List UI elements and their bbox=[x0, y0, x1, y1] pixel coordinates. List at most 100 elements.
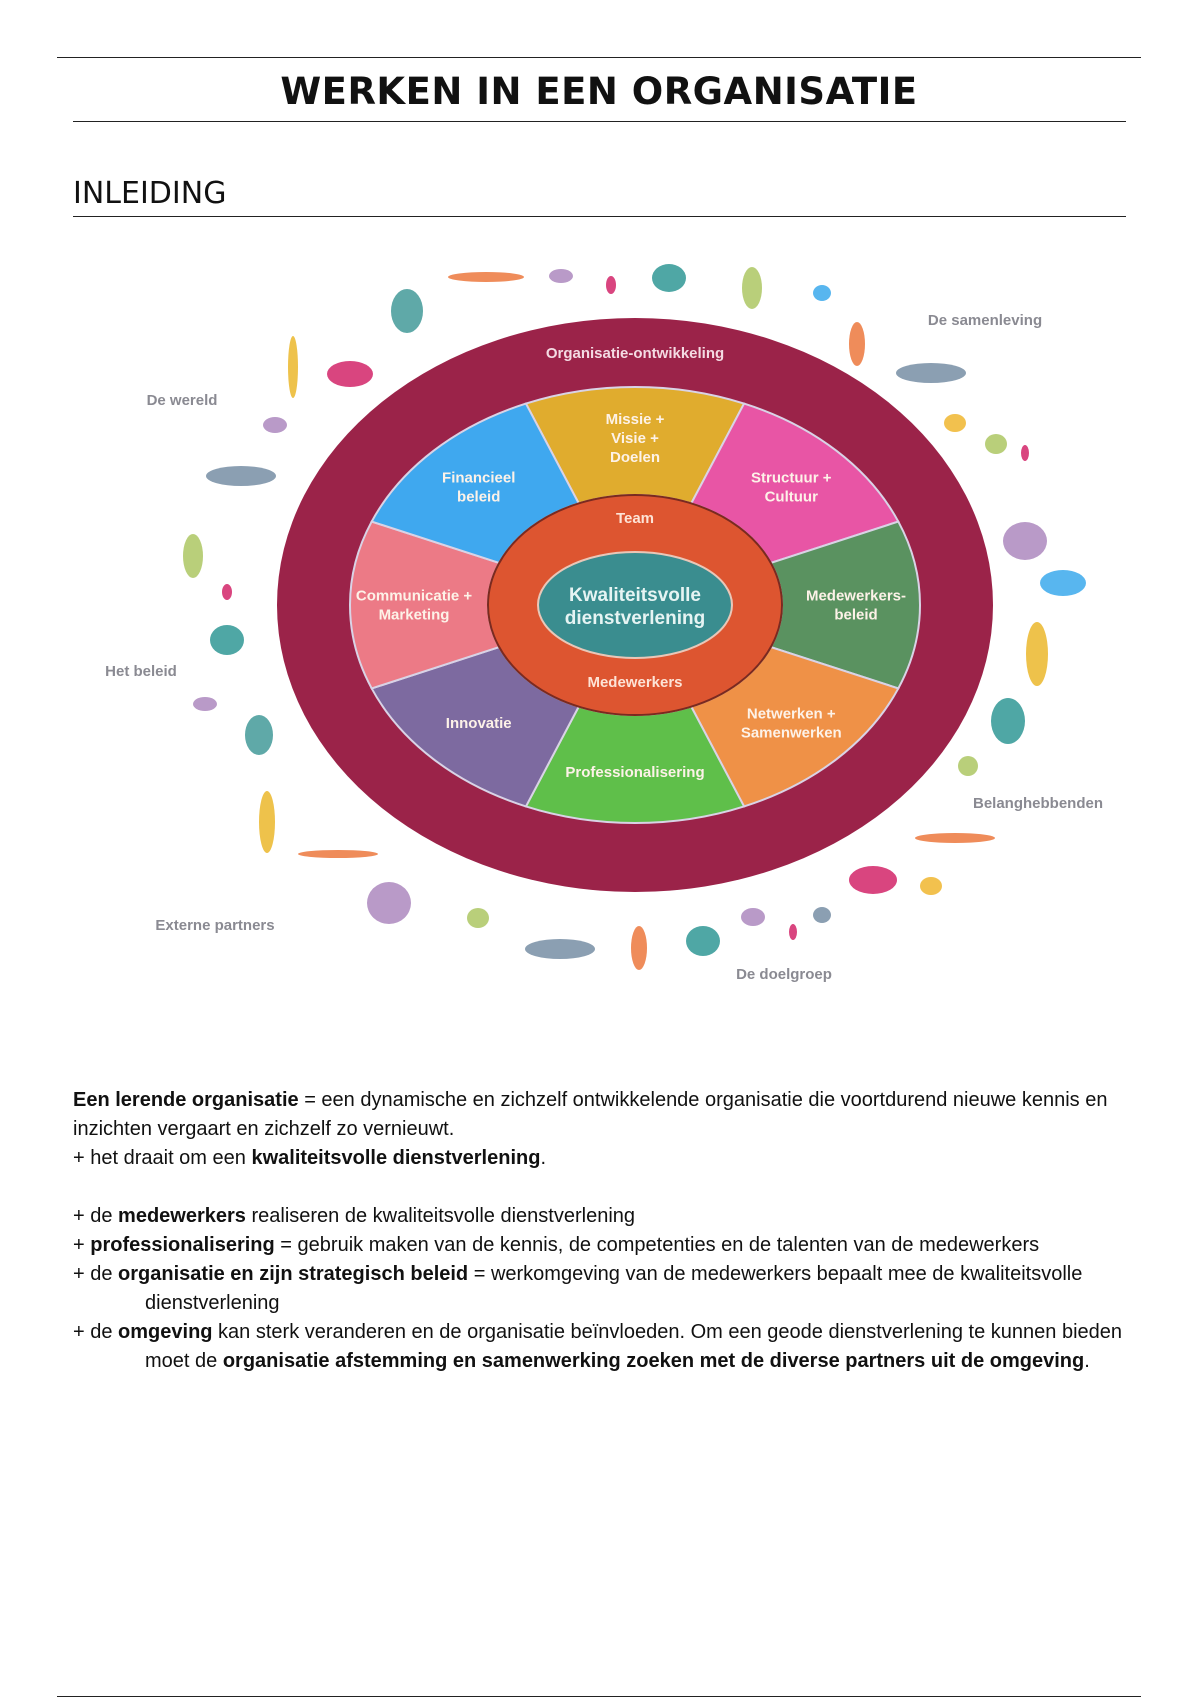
decorative-dot bbox=[849, 322, 865, 366]
emphasis: organisatie en zijn strategisch beleid bbox=[118, 1263, 469, 1285]
text: kan sterk veranderen en de organisatie b… bbox=[145, 1321, 1123, 1372]
organisation-wheel-diagram: Organisatie-ontwikkeling Missie + Visie +… bbox=[105, 264, 1103, 983]
decorative-dot bbox=[849, 866, 897, 894]
inner-ring-label-team: Team bbox=[616, 510, 654, 527]
text: = werkomgeving van de medewerkers bepaal… bbox=[145, 1263, 1083, 1314]
decorative-dot bbox=[245, 715, 273, 755]
decorative-dot bbox=[1021, 445, 1029, 461]
decorative-dot bbox=[1040, 570, 1086, 596]
decorative-dot bbox=[991, 698, 1025, 744]
decorative-dot bbox=[920, 877, 942, 895]
center-label-line-1: Kwaliteitsvolle bbox=[569, 585, 701, 606]
text: + het draait om een bbox=[73, 1147, 252, 1169]
segment-label: Missie + bbox=[606, 411, 665, 428]
definition: = een dynamische en zichzelf ontwikkelen… bbox=[73, 1089, 1108, 1140]
text: . bbox=[540, 1147, 546, 1169]
decorative-dot bbox=[915, 833, 995, 843]
env-label-stakeholders: Belanghebbenden bbox=[973, 795, 1103, 812]
segment-label: beleid bbox=[457, 488, 500, 505]
segment-label: beleid bbox=[834, 607, 877, 624]
outer-ring-label: Organisatie-ontwikkeling bbox=[546, 345, 724, 362]
decorative-dot bbox=[944, 414, 966, 432]
decorative-dot bbox=[327, 361, 373, 387]
decorative-dot bbox=[288, 336, 298, 398]
decorative-dot bbox=[259, 791, 275, 853]
segment-label: Professionalisering bbox=[565, 764, 704, 781]
env-label-target-group: De doelgroep bbox=[736, 966, 832, 983]
text: = gebruik maken van de kennis, de compet… bbox=[274, 1234, 1040, 1256]
env-label-society: De samenleving bbox=[928, 312, 1042, 329]
emphasis: medewerkers bbox=[118, 1205, 246, 1227]
emphasis: professionalisering bbox=[90, 1234, 275, 1256]
text: + de bbox=[73, 1263, 119, 1285]
bottom-rule bbox=[57, 1696, 1141, 1697]
decorative-dot bbox=[686, 926, 720, 956]
segment-label: Structuur + bbox=[751, 469, 832, 486]
emphasis: organisatie afstemming en samenwerking z… bbox=[222, 1350, 1085, 1372]
term: Een lerende organisatie bbox=[73, 1089, 299, 1111]
decorative-dot bbox=[448, 272, 524, 282]
segment-label: Medewerkers- bbox=[806, 588, 906, 605]
decorative-dot bbox=[525, 939, 595, 959]
decorative-dot bbox=[958, 756, 978, 776]
decorative-dot bbox=[813, 285, 831, 301]
bullet-organisatie-beleid: + de organisatie en zijn strategisch bel… bbox=[73, 1260, 1153, 1318]
decorative-dots bbox=[183, 264, 1086, 970]
decorative-dot bbox=[742, 267, 762, 309]
decorative-dot bbox=[210, 625, 244, 655]
text: + bbox=[73, 1234, 91, 1256]
segment-label: Marketing bbox=[379, 607, 450, 624]
segment-label: Samenwerken bbox=[741, 725, 842, 742]
decorative-dot bbox=[741, 908, 765, 926]
decorative-dot bbox=[467, 908, 489, 928]
text: . bbox=[1084, 1350, 1090, 1372]
definition-paragraph: Een lerende organisatie = een dynamische… bbox=[73, 1086, 1153, 1144]
segment-label: Cultuur bbox=[765, 488, 818, 505]
segment-label: Financieel bbox=[442, 469, 515, 486]
text: + de bbox=[73, 1321, 119, 1343]
top-rule bbox=[57, 57, 1141, 58]
decorative-dot bbox=[298, 850, 378, 858]
section-heading: INLEIDING bbox=[73, 176, 227, 211]
center-label-line-2: dienstverlening bbox=[565, 608, 705, 629]
env-label-external-partners: Externe partners bbox=[155, 917, 274, 934]
decorative-dot bbox=[985, 434, 1007, 454]
decorative-dot bbox=[193, 697, 217, 711]
bullet-medewerkers: + de medewerkers realiseren de kwaliteit… bbox=[73, 1202, 1153, 1231]
page-title: WERKEN IN EEN ORGANISATIE bbox=[280, 70, 918, 113]
title-underline bbox=[73, 121, 1126, 122]
decorative-dot bbox=[1003, 522, 1047, 560]
decorative-dot bbox=[391, 289, 423, 333]
decorative-dot bbox=[222, 584, 232, 600]
decorative-dot bbox=[549, 269, 573, 283]
section-underline bbox=[73, 216, 1126, 217]
decorative-dot bbox=[367, 882, 411, 924]
decorative-dot bbox=[206, 466, 276, 486]
decorative-dot bbox=[183, 534, 203, 578]
emphasis: kwaliteitsvolle dienstverlening bbox=[251, 1147, 541, 1169]
bullet-professionalisering: + professionalisering = gebruik maken va… bbox=[73, 1231, 1153, 1260]
decorative-dot bbox=[1026, 622, 1048, 686]
decorative-dot bbox=[813, 907, 831, 923]
bullet-omgeving: + de omgeving kan sterk veranderen en de… bbox=[73, 1318, 1153, 1376]
decorative-dot bbox=[263, 417, 287, 433]
emphasis: omgeving bbox=[118, 1321, 213, 1343]
center-core bbox=[537, 551, 733, 659]
body-text: Een lerende organisatie = een dynamische… bbox=[73, 1086, 1153, 1376]
env-label-world: De wereld bbox=[147, 392, 218, 409]
decorative-dot bbox=[606, 276, 616, 294]
text: + de bbox=[73, 1205, 119, 1227]
decorative-dot bbox=[652, 264, 686, 292]
env-label-policy: Het beleid bbox=[105, 663, 177, 680]
decorative-dot bbox=[896, 363, 966, 383]
decorative-dot bbox=[789, 924, 797, 940]
paragraph: + het draait om een kwaliteitsvolle dien… bbox=[73, 1144, 1153, 1173]
inner-ring-label-medewerkers: Medewerkers bbox=[587, 674, 682, 691]
decorative-dot bbox=[631, 926, 647, 970]
segment-label: Communicatie + bbox=[356, 588, 473, 605]
segment-label: Visie + bbox=[611, 430, 659, 447]
segment-label: Netwerken + bbox=[747, 706, 836, 723]
text: realiseren de kwaliteitsvolle dienstverl… bbox=[245, 1205, 636, 1227]
segment-label: Doelen bbox=[610, 449, 660, 466]
